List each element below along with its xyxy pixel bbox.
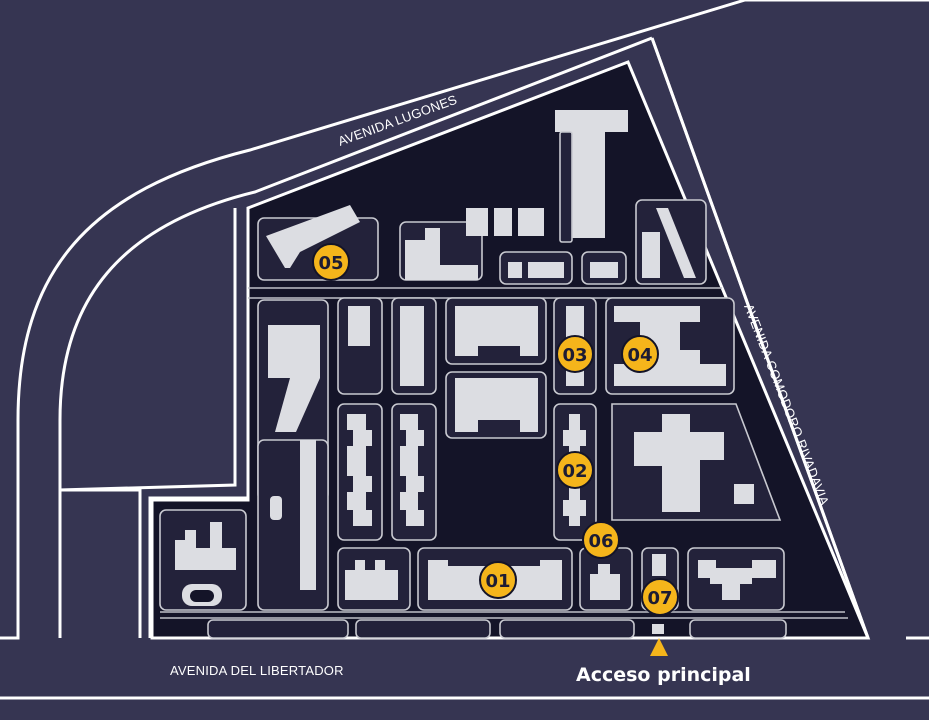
lugones-inner-edge	[58, 36, 653, 638]
street-label-libertador: AVENIDA DEL LIBERTADOR	[170, 663, 344, 678]
marker-06[interactable]: 06	[582, 521, 620, 559]
access-label: Acceso principal	[576, 664, 751, 686]
comodoro-outer	[650, 37, 929, 640]
building-06	[590, 564, 620, 600]
building-ne1	[642, 232, 660, 278]
building-tower	[555, 110, 628, 238]
building-c3-mid	[400, 414, 424, 526]
strip-3	[499, 619, 635, 639]
building-west-a	[268, 325, 320, 432]
block-west-lower	[257, 439, 329, 611]
marker-04-label: 04	[627, 345, 652, 366]
gate-building	[652, 624, 664, 634]
building-n5	[590, 262, 618, 278]
marker-02-label: 02	[562, 461, 587, 482]
marker-07[interactable]: 07	[641, 578, 679, 616]
marker-06-label: 06	[588, 531, 613, 552]
building-center-mid	[455, 378, 538, 432]
marker-04[interactable]: 04	[621, 335, 659, 373]
building-n3	[518, 208, 544, 236]
building-05	[266, 205, 360, 268]
lugones-outer-edge	[0, 0, 746, 640]
access-arrow-icon	[650, 638, 668, 656]
building-ne2	[656, 208, 696, 278]
marker-01-label: 01	[485, 571, 510, 592]
marker-05[interactable]: 05	[312, 243, 350, 281]
marker-02[interactable]: 02	[556, 451, 594, 489]
strip-4	[689, 619, 787, 639]
building-n2	[494, 208, 512, 236]
building-n1	[466, 208, 488, 236]
markers: 01 02 03 04 05 06 07	[312, 243, 679, 616]
building-c2-bot	[345, 560, 398, 600]
marker-05-label: 05	[318, 253, 343, 274]
building-center-top	[455, 306, 538, 356]
building-n4b	[528, 262, 564, 278]
building-east-small	[734, 484, 754, 504]
building-c3-top	[400, 306, 424, 386]
marker-03-label: 03	[562, 345, 587, 366]
building-07	[652, 554, 666, 576]
block-tower-side	[559, 131, 573, 243]
building-west-b	[300, 440, 316, 590]
marker-07-label: 07	[647, 588, 672, 609]
building-north-mid	[405, 228, 478, 280]
building-c2-mid	[347, 414, 372, 526]
building-c2-top	[348, 306, 370, 346]
building-sw	[175, 522, 236, 570]
strip-2	[355, 619, 491, 639]
building-sw-round-hole	[190, 590, 214, 602]
marker-01[interactable]: 01	[479, 561, 517, 599]
marker-03[interactable]: 03	[556, 335, 594, 373]
strip-1	[207, 619, 349, 639]
building-n4a	[508, 262, 522, 278]
inner-lot-block-a	[58, 488, 142, 638]
building-se	[698, 560, 776, 600]
building-east	[634, 414, 724, 512]
building-west-c	[270, 496, 282, 520]
road-outlines	[0, 0, 929, 700]
